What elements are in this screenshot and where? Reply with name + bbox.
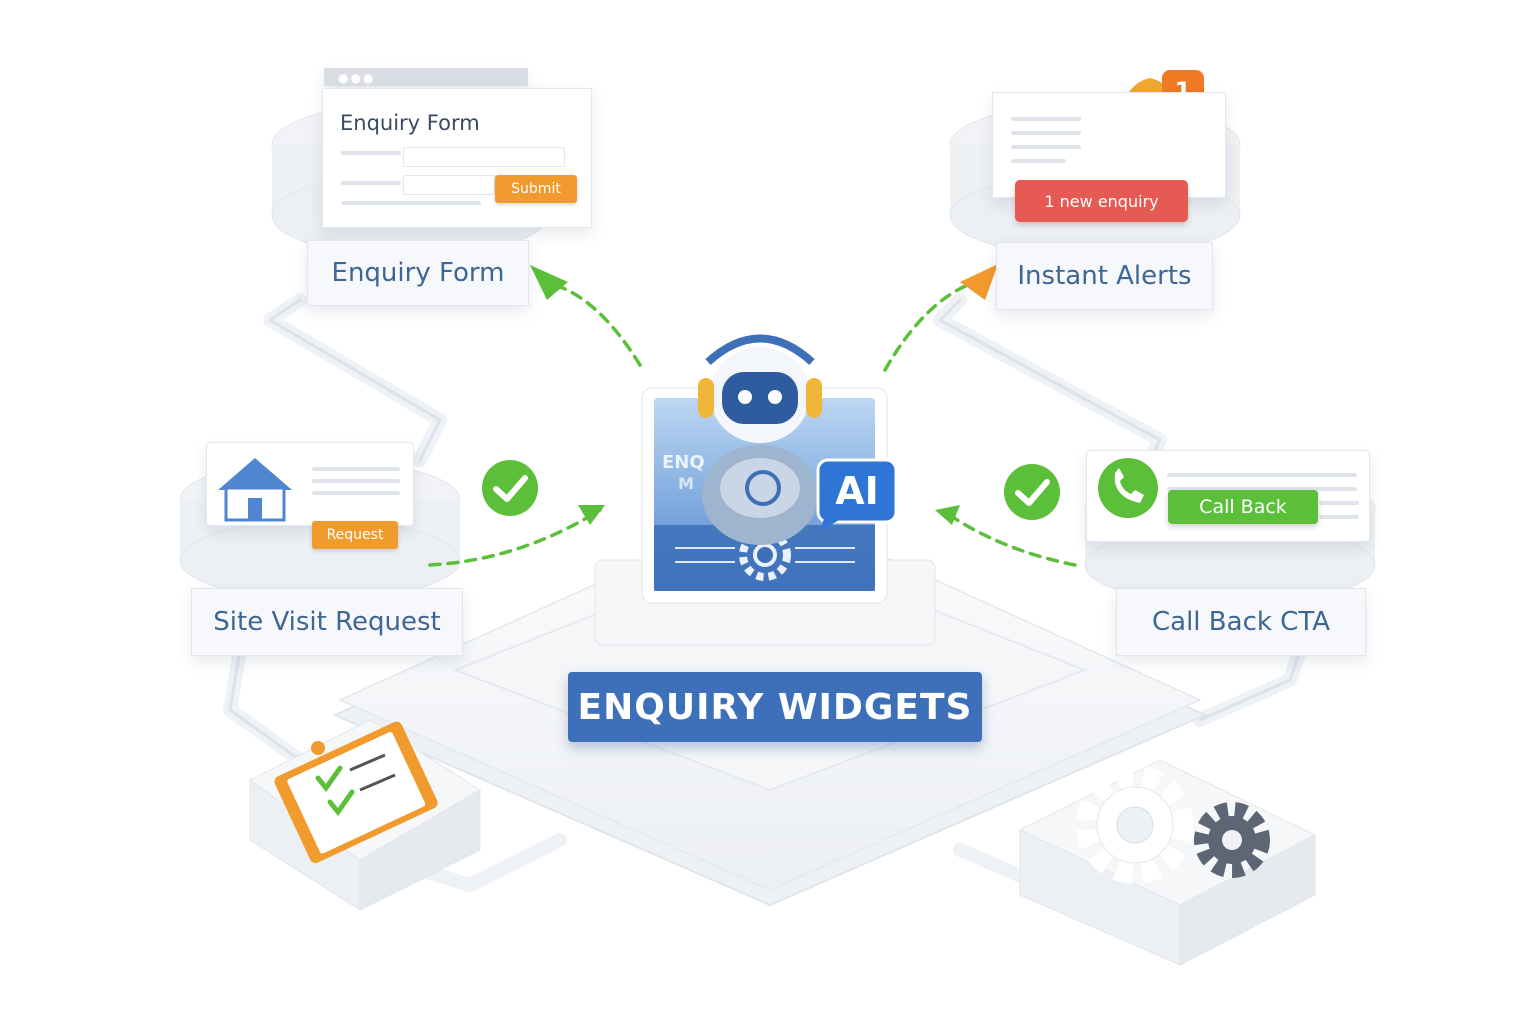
enquiry-form-card: ●●●	[324, 68, 528, 86]
request-button[interactable]: Request	[312, 521, 398, 549]
arrow-head-form	[530, 265, 568, 300]
ai-badge-bubble	[816, 458, 898, 524]
instant-alerts-label: Instant Alerts	[996, 242, 1213, 310]
alert-line	[1011, 145, 1081, 149]
phone-icon	[1098, 458, 1158, 518]
alert-line	[1011, 117, 1081, 121]
form-line	[341, 201, 481, 205]
enquiry-widgets-title: ENQUIRY WIDGETS	[568, 672, 982, 742]
form-input[interactable]	[403, 147, 565, 167]
callback-line	[1319, 515, 1359, 519]
new-enquiry-button[interactable]: 1 new enquiry	[1015, 180, 1188, 222]
form-line	[341, 151, 401, 155]
flow-arrows	[428, 280, 1077, 567]
hub-screen-text-2: M	[678, 474, 694, 493]
hub-screen-text: ENQ	[662, 452, 705, 473]
ai-badge: AI	[835, 469, 879, 513]
site-line	[312, 467, 400, 471]
enquiry-form-title: Enquiry Form	[340, 111, 480, 135]
check-icon-right	[1004, 464, 1060, 520]
alert-line	[1011, 159, 1066, 163]
check-icon-left	[482, 460, 538, 516]
window-dots: ●●●	[338, 71, 376, 85]
submit-button[interactable]: Submit	[495, 175, 577, 203]
site-line	[312, 491, 400, 495]
clipboard-icon	[274, 721, 438, 863]
arrow-head-alerts	[960, 264, 998, 300]
gear-icon	[1076, 766, 1270, 884]
call-back-cta-label: Call Back CTA	[1116, 588, 1366, 656]
robot-icon	[698, 334, 822, 545]
alert-line	[1011, 131, 1081, 135]
call-back-button[interactable]: Call Back	[1168, 490, 1318, 524]
callback-line	[1319, 501, 1359, 505]
site-visit-label: Site Visit Request	[191, 588, 463, 656]
form-input[interactable]	[403, 175, 495, 195]
enquiry-form-label: Enquiry Form	[307, 240, 529, 306]
site-line	[312, 479, 400, 483]
house-icon	[218, 458, 292, 522]
notification-badge: 1	[1174, 77, 1192, 105]
form-line	[341, 181, 401, 185]
hub-gear-icon	[739, 529, 791, 581]
callback-line	[1167, 487, 1357, 491]
enquiry-form-panel: Enquiry Form Submit	[322, 88, 592, 228]
callback-line	[1167, 473, 1357, 477]
